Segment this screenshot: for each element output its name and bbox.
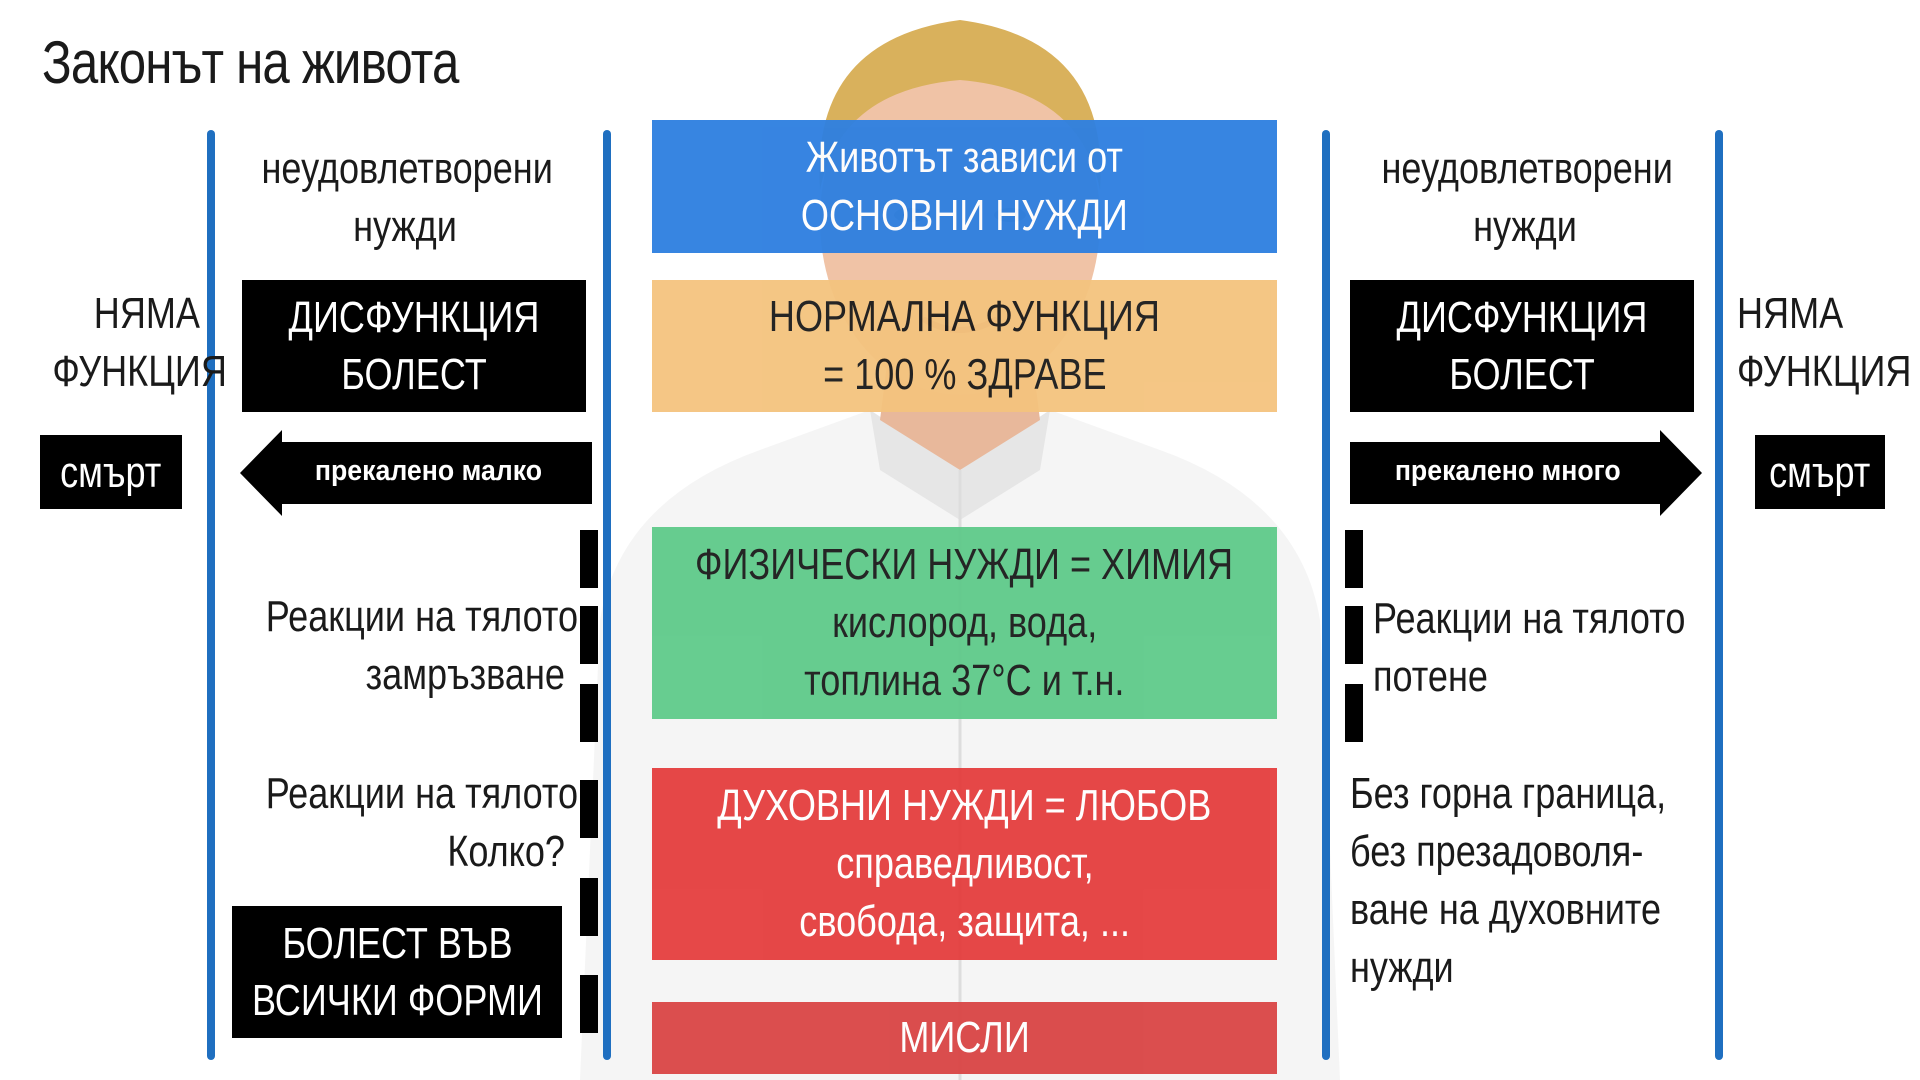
right-dysfunction-box: ДИСФУНКЦИЯ БОЛЕСТ: [1350, 280, 1694, 412]
right-dash: [1345, 684, 1363, 742]
left-dash: [580, 684, 598, 742]
normal-function-box: НОРМАЛНА ФУНКЦИЯ = 100 % ЗДРАВЕ: [652, 280, 1277, 412]
right-death-box: смърт: [1755, 435, 1885, 509]
left-dash: [580, 975, 598, 1033]
left-dash: [580, 530, 598, 588]
left-death-box: смърт: [40, 435, 182, 509]
left-inner-line: [603, 130, 611, 1060]
right-dash: [1345, 530, 1363, 588]
left-dash: [580, 606, 598, 664]
basic-needs-box: Животът зависи от ОСНОВНИ НУЖДИ: [652, 120, 1277, 253]
right-body-reaction-sweat: Реакции на тялото потене: [1373, 594, 1686, 701]
left-body-reaction-how-much: Реакции на тялото Колко?: [265, 769, 579, 876]
spiritual-needs-box: ДУХОВНИ НУЖДИ = ЛЮБОВ справедливост, сво…: [652, 768, 1277, 960]
disease-all-forms-box: БОЛЕСТ ВЪВ ВСИЧКИ ФОРМИ: [232, 906, 562, 1038]
right-no-upper-limit: Без горна граница, без презадоволя- ване…: [1350, 769, 1667, 992]
right-no-function: НЯМА ФУНКЦИЯ: [1737, 289, 1912, 396]
thoughts-box: МИСЛИ: [652, 1002, 1277, 1074]
physical-needs-box: ФИЗИЧЕСКИ НУЖДИ = ХИМИЯ кислород, вода, …: [652, 527, 1277, 719]
left-body-reaction-freeze: Реакции на тялото замръзване: [265, 592, 579, 699]
left-outer-line: [207, 130, 215, 1060]
right-dash: [1345, 606, 1363, 664]
left-dash: [580, 878, 598, 936]
left-no-function: НЯМА ФУНКЦИЯ: [52, 289, 227, 396]
left-unmet-needs: неудовлетворени нужди: [261, 144, 553, 251]
page-title: Законът на живота: [42, 29, 459, 96]
left-arrow-icon: [240, 430, 592, 516]
left-arrow-label: прекалено малко: [314, 455, 543, 487]
right-arrow-icon: [1350, 430, 1702, 516]
left-dysfunction-box: ДИСФУНКЦИЯ БОЛЕСТ: [242, 280, 586, 412]
left-dash: [580, 780, 598, 838]
right-unmet-needs: неудовлетворени нужди: [1381, 144, 1673, 251]
right-outer-line: [1715, 130, 1723, 1060]
right-arrow-label: прекалено много: [1394, 455, 1621, 487]
right-inner-line: [1322, 130, 1330, 1060]
